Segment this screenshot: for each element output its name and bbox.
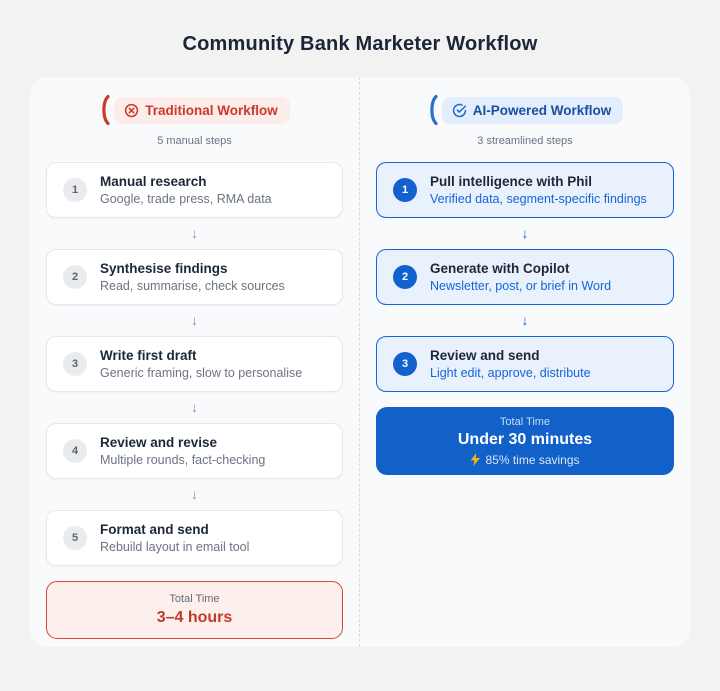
ai-workflow-pill: AI-Powered Workflow (441, 96, 624, 124)
traditional-total-time-box: Total Time 3–4 hours (46, 581, 343, 639)
step-description: Read, summarise, check sources (100, 278, 285, 293)
step-title: Write first draft (100, 347, 197, 363)
step-title: Pull intelligence with Phil (430, 173, 593, 189)
traditional-steps-list: 1 Manual research Google, trade press, R… (46, 162, 343, 566)
step-description: Rebuild layout in email tool (100, 539, 250, 554)
total-time-label: Total Time (169, 593, 220, 605)
page-title: Community Bank Marketer Workflow (182, 33, 538, 55)
step-title: Generate with Copilot (430, 260, 570, 276)
step-title: Format and send (100, 521, 209, 537)
step-number-badge: 2 (63, 265, 87, 289)
flow-arrow: ↓ (191, 312, 198, 328)
traditional-header: Traditional Workflow 5 manual steps (99, 94, 290, 148)
total-time-value: Under 30 minutes (457, 430, 593, 448)
step-number-badge: 5 (63, 526, 87, 550)
step-description: Light edit, approve, distribute (430, 365, 591, 380)
lightning-icon (471, 453, 481, 466)
traditional-workflow-column: Traditional Workflow 5 manual steps 1 Ma… (30, 77, 360, 647)
traditional-workflow-label: Traditional Workflow (145, 102, 278, 118)
workflow-step-card: 1 Manual research Google, trade press, R… (46, 162, 343, 218)
circle-x-icon (125, 103, 139, 117)
workflow-step-card: 3 Review and send Light edit, approve, d… (376, 336, 674, 392)
ai-workflow-column: AI-Powered Workflow 3 streamlined steps … (360, 77, 690, 647)
workflow-step-card: 2 Synthesise findings Read, summarise, c… (46, 249, 343, 305)
step-description: Multiple rounds, fact-checking (100, 452, 266, 467)
step-description: Verified data, segment-specific findings (430, 191, 647, 206)
workflow-step-card: 4 Review and revise Multiple rounds, fac… (46, 423, 343, 479)
flow-arrow: ↓ (521, 225, 529, 241)
ai-subtitle: 3 streamlined steps (477, 135, 573, 147)
step-number-badge: 1 (393, 178, 417, 202)
step-description: Google, trade press, RMA data (100, 191, 272, 206)
blue-bracket-decoration (430, 94, 438, 126)
workflow-step-card: 5 Format and send Rebuild layout in emai… (46, 510, 343, 566)
traditional-workflow-pill: Traditional Workflow (114, 96, 290, 124)
step-description: Generic framing, slow to personalise (100, 365, 303, 380)
workflow-comparison-panel: Traditional Workflow 5 manual steps 1 Ma… (30, 77, 690, 647)
check-circle-icon (452, 103, 466, 117)
ai-workflow-label: AI-Powered Workflow (472, 102, 612, 118)
step-title: Manual research (100, 173, 207, 189)
step-description: Newsletter, post, or brief in Word (430, 278, 612, 293)
step-number-badge: 4 (63, 439, 87, 463)
flow-arrow: ↓ (521, 312, 529, 328)
total-time-label: Total Time (499, 415, 551, 428)
workflow-step-card: 1 Pull intelligence with Phil Verified d… (376, 162, 674, 218)
time-savings-row: 85% time savings (376, 453, 674, 467)
workflow-step-card: 2 Generate with Copilot Newsletter, post… (376, 249, 674, 305)
step-number-badge: 2 (393, 265, 417, 289)
ai-header: AI-Powered Workflow 3 streamlined steps (427, 94, 624, 148)
ai-total-time-box: Total Time Under 30 minutes 85% time sav… (376, 407, 674, 475)
ai-steps-list: 1 Pull intelligence with Phil Verified d… (376, 162, 674, 392)
time-savings-text: 85% time savings (485, 452, 580, 467)
flow-arrow: ↓ (191, 486, 198, 502)
step-title: Review and send (430, 347, 540, 363)
red-bracket-decoration (102, 94, 110, 126)
flow-arrow: ↓ (191, 399, 198, 415)
step-title: Review and revise (100, 434, 218, 450)
step-number-badge: 3 (393, 352, 417, 376)
flow-arrow: ↓ (191, 225, 198, 241)
step-title: Synthesise findings (100, 260, 228, 276)
workflow-step-card: 3 Write first draft Generic framing, slo… (46, 336, 343, 392)
step-number-badge: 1 (63, 178, 87, 202)
total-time-value: 3–4 hours (156, 609, 233, 626)
step-number-badge: 3 (63, 352, 87, 376)
traditional-subtitle: 5 manual steps (157, 135, 232, 147)
